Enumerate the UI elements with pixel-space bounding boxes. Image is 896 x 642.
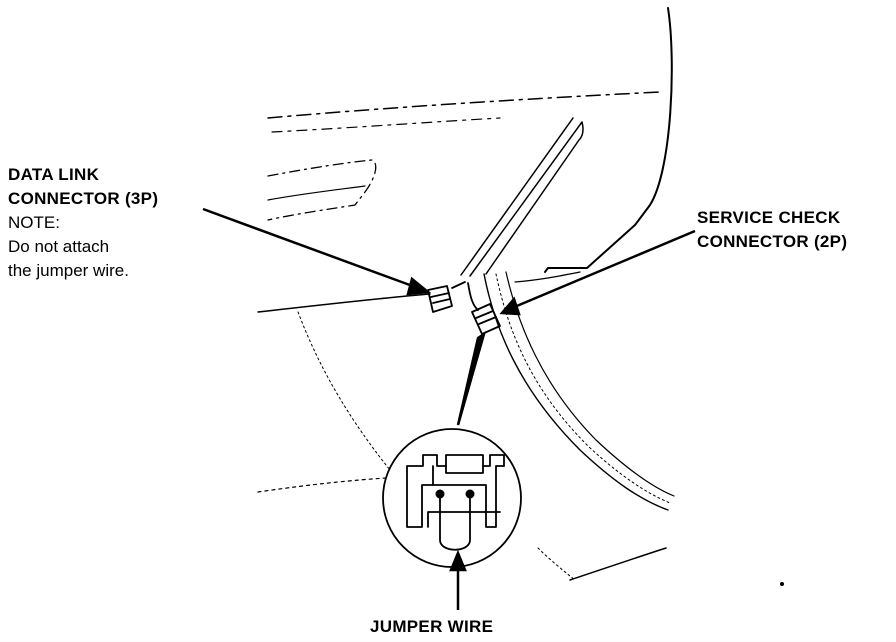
trim-inner: [460, 117, 574, 276]
left-curve: [297, 311, 391, 471]
jumper-wire: [439, 493, 471, 551]
panel-top-dashed: [267, 91, 661, 119]
floor-dashed: [257, 477, 387, 493]
data-link-connector: [427, 281, 466, 313]
dash-lower-right: [514, 271, 581, 283]
service-check-connector-label-line1: SERVICE CHECK: [697, 208, 841, 227]
stray-dot: [780, 582, 784, 586]
data-link-connector-label-line1: DATA LINK: [8, 165, 100, 184]
detail-circle: [382, 428, 522, 568]
jumper-arrowhead: [449, 549, 467, 572]
trim-outer: [469, 121, 584, 277]
service-check-connector-label-line2: CONNECTOR (2P): [697, 232, 848, 251]
data-link-connector-label-line2: CONNECTOR (3P): [8, 189, 159, 208]
note-heading: NOTE:: [8, 213, 60, 232]
scs-arrowhead: [499, 296, 521, 316]
jumper-pin-left: [435, 489, 445, 499]
panel-second-dashed: [271, 117, 501, 133]
panel-outline: [544, 7, 673, 273]
connector-face-detail: [406, 454, 505, 528]
note-line2: the jumper wire.: [8, 261, 129, 280]
vent-line: [267, 185, 366, 201]
service-check-connector: [467, 282, 501, 335]
inset-pointer: [456, 331, 487, 426]
dlc-leader: [202, 207, 419, 290]
note-line1: Do not attach: [8, 237, 110, 256]
scs-leader: [511, 229, 696, 310]
floor-edge: [569, 547, 667, 581]
dash-lower: [257, 293, 431, 313]
lower-trim-2: [495, 273, 671, 504]
jumper-wire-label: JUMPER WIRE: [370, 617, 494, 636]
vent-slot: [267, 159, 377, 221]
floor-line: [537, 547, 576, 581]
dlc-arrowhead: [406, 276, 432, 296]
jumper-pin-right: [465, 489, 475, 499]
lower-trim-3: [505, 271, 675, 497]
